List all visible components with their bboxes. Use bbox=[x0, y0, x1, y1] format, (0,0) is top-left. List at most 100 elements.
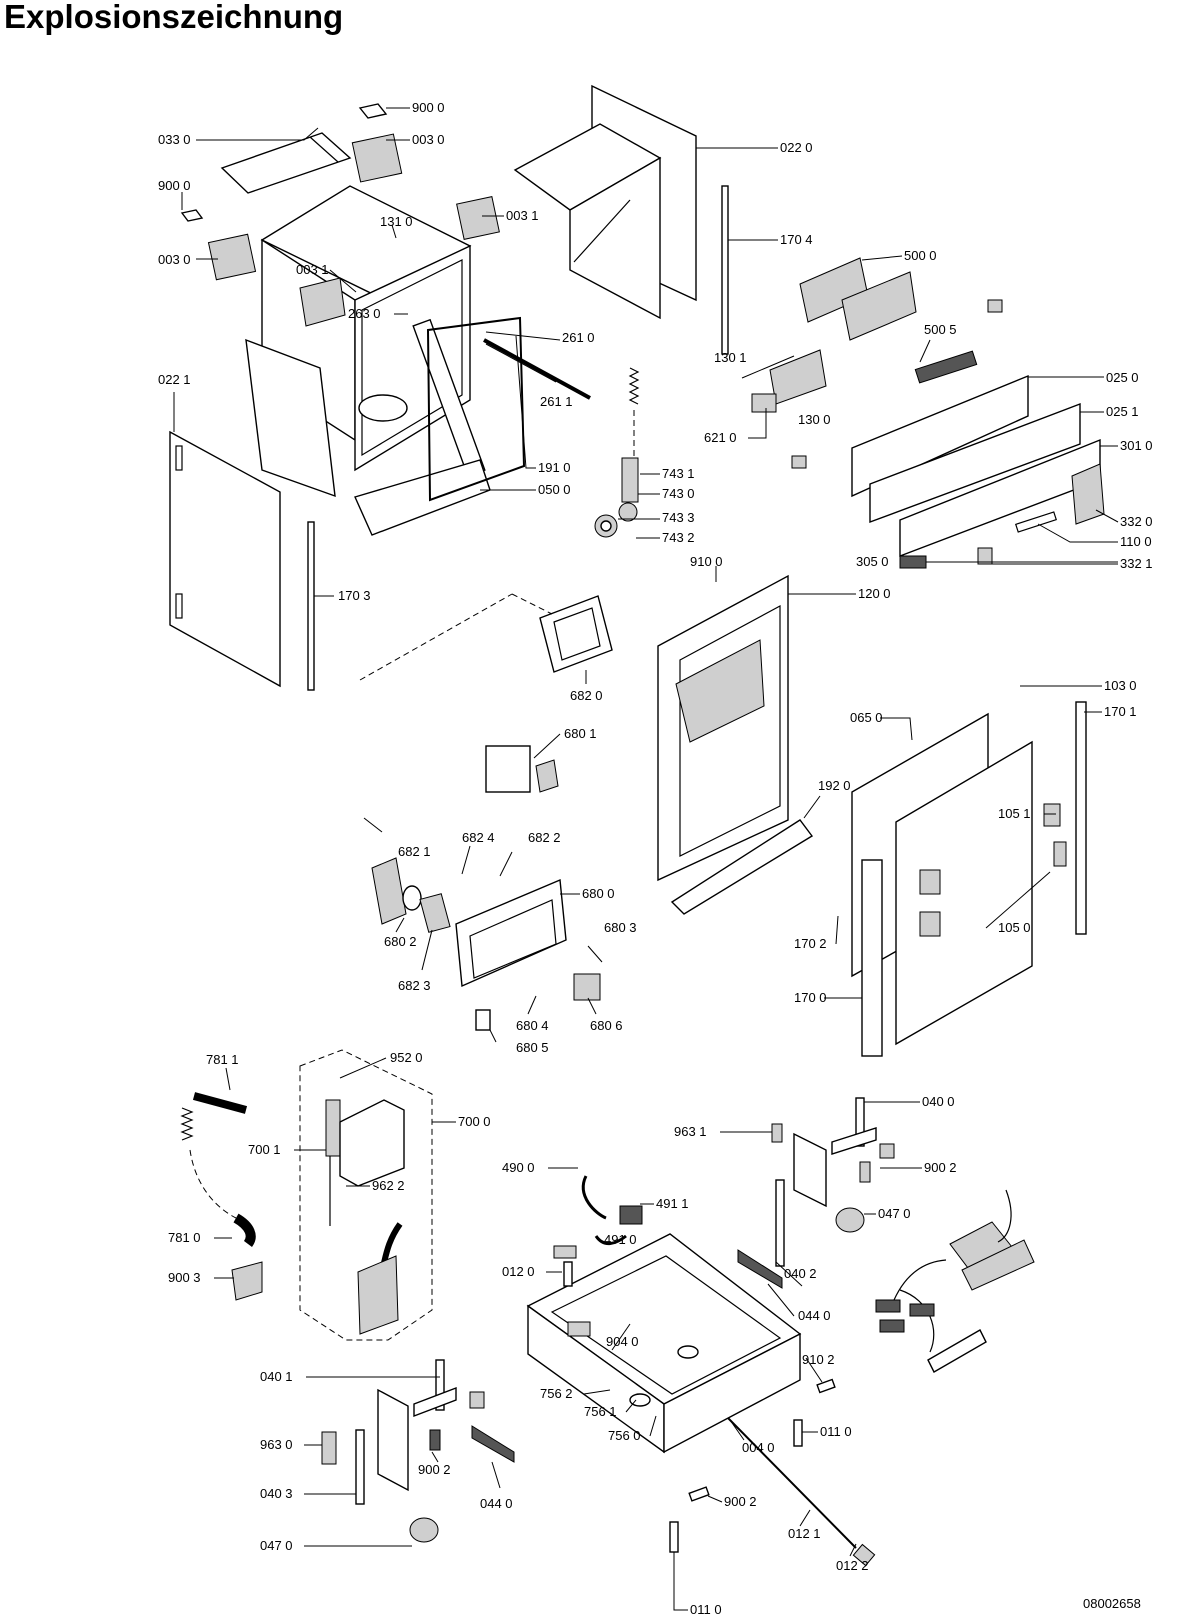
part-label: 680 0 bbox=[582, 886, 615, 901]
part-label: 910 0 bbox=[690, 554, 723, 569]
part-label: 491 1 bbox=[656, 1196, 689, 1211]
part-label: 910 2 bbox=[802, 1352, 835, 1367]
part-label: 490 0 bbox=[502, 1160, 535, 1175]
part-label: 756 1 bbox=[584, 1404, 617, 1419]
part-bracket-040-0 bbox=[855, 1097, 865, 1147]
part-label: 040 1 bbox=[260, 1369, 293, 1384]
part-label: 003 1 bbox=[506, 208, 539, 223]
part-label: 781 1 bbox=[206, 1052, 239, 1067]
part-clip-top bbox=[351, 133, 403, 183]
part-label: 682 3 bbox=[398, 978, 431, 993]
part-label: 120 0 bbox=[858, 586, 891, 601]
part-label: 756 2 bbox=[540, 1386, 573, 1401]
part-spray-arm bbox=[483, 338, 591, 400]
part-knob-012-2 bbox=[852, 1543, 876, 1567]
document-number: 08002658 bbox=[1083, 1596, 1141, 1611]
part-bracket-963-1 bbox=[771, 1123, 783, 1143]
part-bracket-963-0 bbox=[321, 1431, 337, 1465]
part-clip-900-2-right bbox=[879, 1143, 895, 1159]
part-label: 682 0 bbox=[570, 688, 603, 703]
part-door-seal bbox=[426, 316, 526, 502]
part-label: 963 1 bbox=[674, 1124, 707, 1139]
part-label: 003 0 bbox=[412, 132, 445, 147]
part-label: 022 1 bbox=[158, 372, 191, 387]
part-outer-door bbox=[851, 701, 1087, 1057]
part-label: 040 0 bbox=[922, 1094, 955, 1109]
part-label: 192 0 bbox=[818, 778, 851, 793]
part-clip-right bbox=[456, 196, 500, 240]
part-control-panel bbox=[851, 374, 1105, 569]
part-inlet-assembly bbox=[180, 1049, 433, 1341]
part-label: 743 1 bbox=[662, 466, 695, 481]
part-label: 743 0 bbox=[662, 486, 695, 501]
part-label: 130 1 bbox=[714, 350, 747, 365]
part-label: 500 0 bbox=[904, 248, 937, 263]
part-label: 621 0 bbox=[704, 430, 737, 445]
part-wiring-harness bbox=[875, 1189, 1035, 1373]
part-label: 170 4 bbox=[780, 232, 813, 247]
part-label: 047 0 bbox=[878, 1206, 911, 1221]
part-label: 900 3 bbox=[168, 1270, 201, 1285]
part-label: 012 0 bbox=[502, 1264, 535, 1279]
part-bracket-left bbox=[180, 209, 204, 222]
part-cover-682-1 bbox=[371, 857, 407, 925]
part-rack-044-0-right bbox=[737, 1249, 783, 1289]
part-label: 263 0 bbox=[348, 306, 381, 321]
part-bracket-040-3 bbox=[377, 1388, 409, 1492]
part-valve-743 bbox=[621, 457, 639, 503]
part-label: 900 0 bbox=[158, 178, 191, 193]
part-label: 170 1 bbox=[1104, 704, 1137, 719]
part-foot-011-0-right bbox=[793, 1419, 803, 1447]
part-label: 047 0 bbox=[260, 1538, 293, 1553]
part-label: 011 0 bbox=[690, 1602, 722, 1617]
part-label: 756 0 bbox=[608, 1428, 641, 1443]
part-label: 050 0 bbox=[538, 482, 571, 497]
part-label: 044 0 bbox=[480, 1496, 513, 1511]
part-plate-680-5 bbox=[475, 1009, 491, 1031]
part-label: 011 0 bbox=[820, 1424, 852, 1439]
part-label: 700 0 bbox=[458, 1114, 491, 1129]
part-label: 301 0 bbox=[1120, 438, 1153, 453]
part-connector-500-5 bbox=[914, 350, 978, 384]
page-title: Explosionszeichnung bbox=[4, 0, 344, 35]
part-label: 700 1 bbox=[248, 1142, 281, 1157]
part-label: 040 3 bbox=[260, 1486, 293, 1501]
part-label: 680 6 bbox=[590, 1018, 623, 1033]
part-label: 900 2 bbox=[418, 1462, 451, 1477]
part-strip-170-4 bbox=[721, 185, 729, 355]
part-switch-130-0 bbox=[769, 349, 827, 405]
part-label: 900 0 bbox=[412, 100, 445, 115]
part-label: 781 0 bbox=[168, 1230, 201, 1245]
part-label: 261 0 bbox=[562, 330, 595, 345]
part-label: 332 0 bbox=[1120, 514, 1153, 529]
part-strip-170-3 bbox=[307, 521, 315, 691]
part-foot-012-0 bbox=[563, 1261, 573, 1287]
part-labels: 900 0 003 0 033 0 900 0 003 0 131 0 003 … bbox=[158, 100, 1153, 1617]
part-spring-743 bbox=[628, 367, 640, 405]
part-plug-491 bbox=[619, 1205, 643, 1225]
part-label: 680 1 bbox=[564, 726, 597, 741]
leader-lines bbox=[173, 107, 1119, 1611]
part-label: 261 1 bbox=[540, 394, 573, 409]
part-label: 004 0 bbox=[742, 1440, 775, 1455]
part-inner-door bbox=[657, 574, 814, 915]
part-foot-011-0-bottom bbox=[669, 1521, 679, 1553]
part-bracket-040-2 bbox=[793, 1132, 827, 1208]
part-label: 680 4 bbox=[516, 1018, 549, 1033]
part-label: 131 0 bbox=[380, 214, 413, 229]
part-gasket-682-0 bbox=[539, 595, 613, 673]
part-label: 680 2 bbox=[384, 934, 417, 949]
part-side-panel-right bbox=[513, 84, 697, 320]
part-label: 332 1 bbox=[1120, 556, 1153, 571]
part-clip-left bbox=[207, 233, 257, 281]
part-label: 022 0 bbox=[780, 140, 813, 155]
part-label: 191 0 bbox=[538, 460, 571, 475]
part-label: 170 2 bbox=[794, 936, 827, 951]
part-clip-900-2-left bbox=[429, 1429, 441, 1451]
part-switch-621-0 bbox=[751, 393, 777, 413]
part-label: 170 3 bbox=[338, 588, 371, 603]
part-bracket-top bbox=[358, 103, 388, 119]
part-label: 680 3 bbox=[604, 920, 637, 935]
part-label: 963 0 bbox=[260, 1437, 293, 1452]
